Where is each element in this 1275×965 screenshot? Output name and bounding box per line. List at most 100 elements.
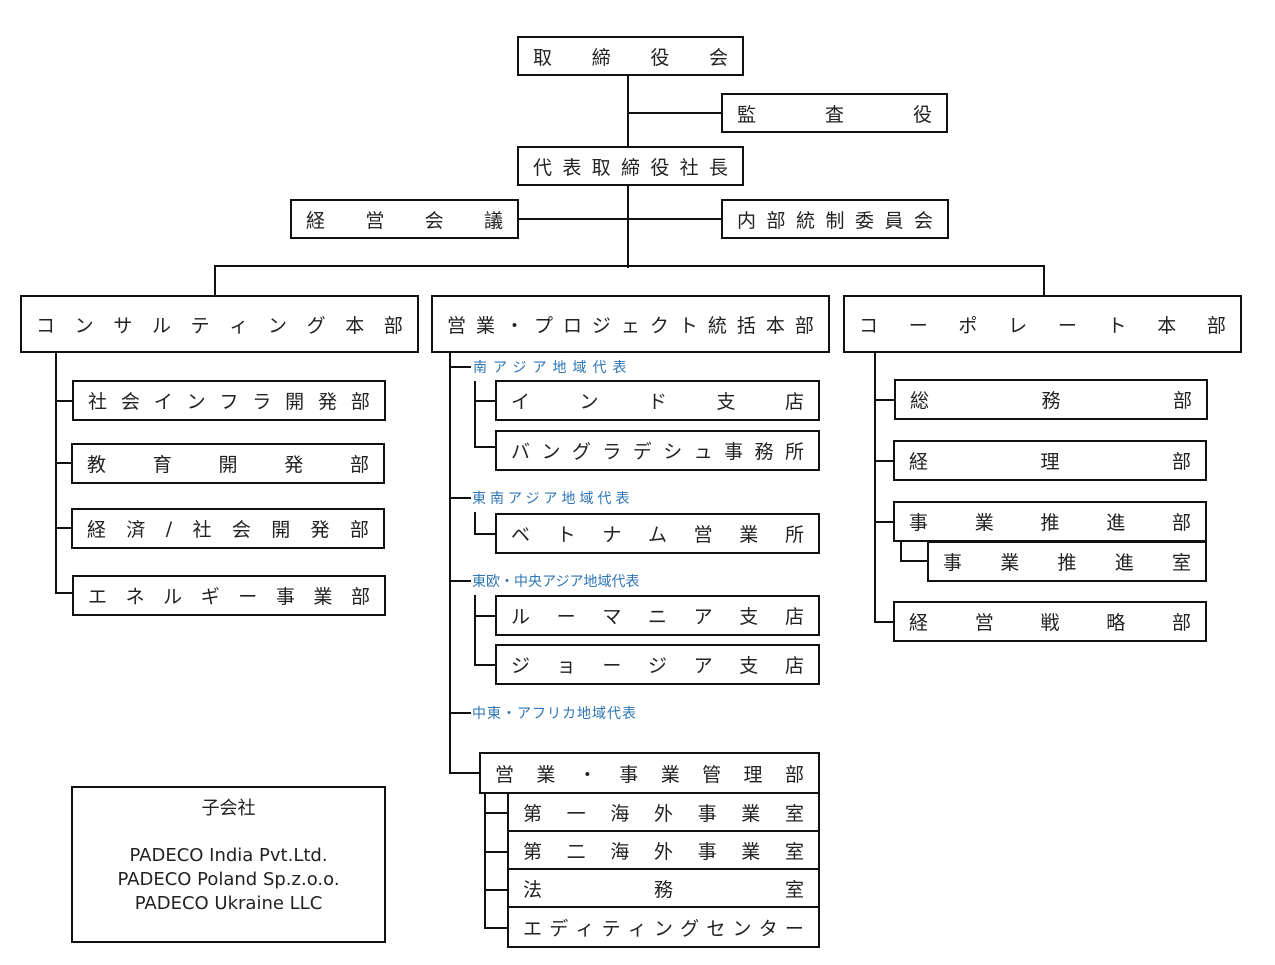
label-char: ・ xyxy=(577,763,597,786)
label-char: ィ xyxy=(575,917,595,940)
label-char: 会 xyxy=(424,209,444,232)
label-char: 室 xyxy=(784,878,804,901)
label-char: 本 xyxy=(765,314,785,337)
auditor-box: 監査役 xyxy=(721,93,948,133)
label-char: 業 xyxy=(313,586,333,608)
label-char: 部 xyxy=(350,586,370,608)
dept-corporate-strategy: 経営戦略部 xyxy=(893,601,1207,642)
label-char: 戦 xyxy=(1040,612,1060,634)
label-char: 部 xyxy=(349,454,369,476)
label-char: 監 xyxy=(737,103,757,126)
dept-energy: エネルギー事業部 xyxy=(72,575,386,616)
label-char: 取 xyxy=(591,156,611,179)
connector-line xyxy=(627,186,629,268)
label-char: 表 xyxy=(562,156,582,179)
label-char: 役 xyxy=(912,103,932,126)
label-char: 経 xyxy=(909,451,929,473)
label-char: 室 xyxy=(784,840,804,863)
office-business-promotion: 事業推進室 xyxy=(927,541,1207,582)
label-char: ン xyxy=(267,314,287,337)
label-char: 営 xyxy=(447,314,467,337)
label-char: ィ xyxy=(229,314,249,337)
label-char: 業 xyxy=(1000,552,1020,574)
label-char: ン xyxy=(732,917,752,940)
connector-line xyxy=(449,353,451,774)
label-char: デ xyxy=(632,441,652,463)
label-char: 部 xyxy=(784,763,804,786)
sales-project-division-box: 営業・プロジェクト統括本部 xyxy=(431,295,830,353)
label-char: 所 xyxy=(784,524,804,546)
label-char: デ xyxy=(549,917,569,940)
connector-line xyxy=(55,527,73,529)
label-char: ト xyxy=(678,314,698,337)
connector-line xyxy=(449,497,471,499)
connector-line xyxy=(474,446,496,448)
management-meeting-box: 経営会議 xyxy=(290,199,519,239)
consulting-division-box: コンサルティング本部 xyxy=(20,295,419,353)
label-char: 海 xyxy=(610,802,630,825)
label-char: ド xyxy=(647,391,667,413)
connector-line xyxy=(55,353,57,593)
label-char: 営 xyxy=(495,763,515,786)
connector-line xyxy=(484,851,508,853)
label-char: 部 xyxy=(350,391,370,413)
office-georgia: ジョージア支店 xyxy=(495,644,820,685)
label-char: 社 xyxy=(679,156,699,179)
label-char: グ xyxy=(306,314,326,337)
label-char: 支 xyxy=(716,391,736,413)
label-char: 管 xyxy=(702,763,722,786)
president-box: 代表取締役社長 xyxy=(517,146,744,186)
dept-accounting: 経理部 xyxy=(893,440,1207,481)
label-char: グ xyxy=(680,917,700,940)
region-middle-east-africa-label: 中東・アフリカ地域代表 xyxy=(472,706,637,722)
connector-line xyxy=(214,265,216,296)
label-char: 進 xyxy=(1106,512,1126,534)
connector-line xyxy=(214,265,1045,267)
label-char: イ xyxy=(153,391,173,413)
label-char: 外 xyxy=(653,840,673,863)
label-char: 役 xyxy=(650,46,670,69)
label-char: 済 xyxy=(126,519,146,541)
label-char: ア xyxy=(693,606,713,628)
label-char: ト xyxy=(1107,314,1127,337)
label-char: ・ xyxy=(504,314,524,337)
label-char: 業 xyxy=(739,524,759,546)
label-char: 海 xyxy=(610,840,630,863)
connector-line xyxy=(627,75,629,147)
dept-economic-social: 経済/社会開発部 xyxy=(71,508,385,549)
label-char: 二 xyxy=(566,840,586,863)
label-char: 長 xyxy=(708,156,728,179)
label-char: セ xyxy=(706,917,726,940)
label-char: 経 xyxy=(306,209,326,232)
label-char: レ xyxy=(1008,314,1028,337)
label-char: 発 xyxy=(310,519,330,541)
connector-line xyxy=(627,112,723,114)
label-char: プ xyxy=(533,314,553,337)
label-char: 会 xyxy=(913,209,933,232)
label-char: コ xyxy=(859,314,879,337)
label-char: 支 xyxy=(739,655,759,677)
label-char: 外 xyxy=(653,802,673,825)
label-char: エ xyxy=(88,586,108,608)
label-char: 営 xyxy=(365,209,385,232)
label-char: 部 xyxy=(1172,390,1192,412)
corporate-division-box: コーポレート本部 xyxy=(843,295,1242,353)
label-char: ル xyxy=(163,586,183,608)
label-char: ー xyxy=(908,314,928,337)
subsidiary-ukraine: PADECO Ukraine LLC xyxy=(134,893,323,914)
connector-line xyxy=(449,366,471,368)
subsidiary-poland: PADECO Poland Sp.z.o.o. xyxy=(117,869,340,890)
label-char: ン xyxy=(541,441,561,463)
label-char: 経 xyxy=(87,519,107,541)
connector-line xyxy=(1043,265,1045,296)
label-char: ン xyxy=(653,917,673,940)
label-char: ル xyxy=(511,606,531,628)
connector-line xyxy=(55,462,73,464)
office-vietnam: ベトナム営業所 xyxy=(495,513,820,554)
label-char: 店 xyxy=(784,606,804,628)
label-char: 理 xyxy=(1040,451,1060,473)
connector-line xyxy=(484,812,508,814)
label-char: 開 xyxy=(285,391,305,413)
label-char: 第 xyxy=(523,840,543,863)
label-char: 部 xyxy=(794,314,814,337)
